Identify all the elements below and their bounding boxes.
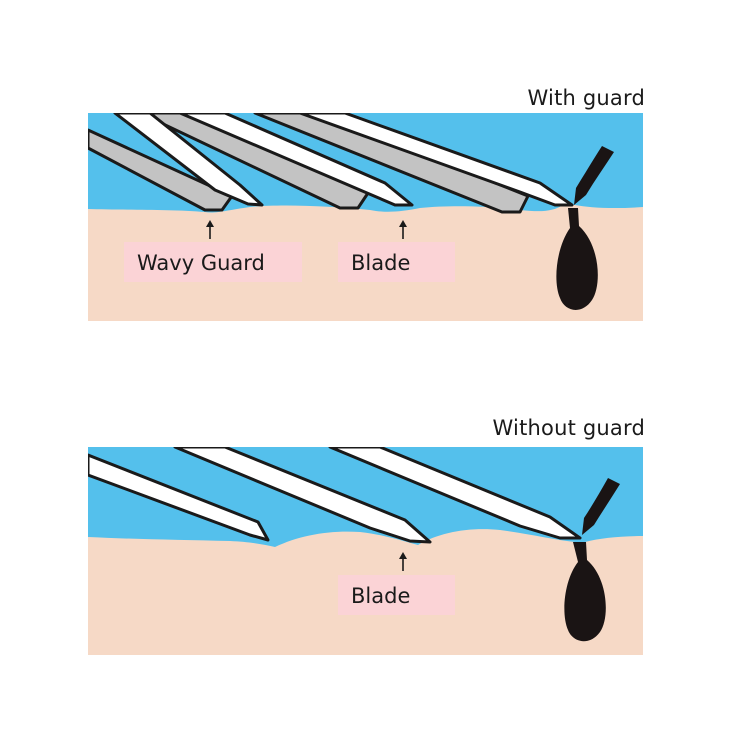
blade-2: [173, 447, 432, 544]
wavy-guard-strips: [88, 113, 530, 214]
arrow-wavy-guard: [206, 220, 214, 239]
arrow-blade-top: [399, 220, 407, 239]
label-wavy-guard-text: Wavy Guard: [137, 251, 265, 275]
blade-1: [113, 113, 264, 207]
hair-follicle: [556, 146, 614, 310]
label-blade-top-text: Blade: [351, 251, 410, 275]
blade-3: [298, 113, 574, 207]
panel-with-guard: [88, 113, 643, 321]
blade-2: [178, 113, 414, 207]
blade-3: [328, 447, 582, 540]
label-blade-bottom-text: Blade: [351, 584, 410, 608]
panel-title-without-guard: Without guard: [492, 416, 645, 440]
panel-title-with-guard: With guard: [527, 86, 645, 110]
label-blade-bottom: Blade: [338, 575, 455, 615]
arrow-blade-bottom: [399, 552, 407, 571]
hair-follicle: [564, 478, 620, 642]
blades: [88, 447, 582, 544]
blades: [113, 113, 574, 207]
label-blade-top: Blade: [338, 242, 455, 282]
blade-1: [88, 453, 270, 542]
panel-without-guard: [88, 447, 643, 655]
label-wavy-guard: Wavy Guard: [124, 242, 302, 282]
